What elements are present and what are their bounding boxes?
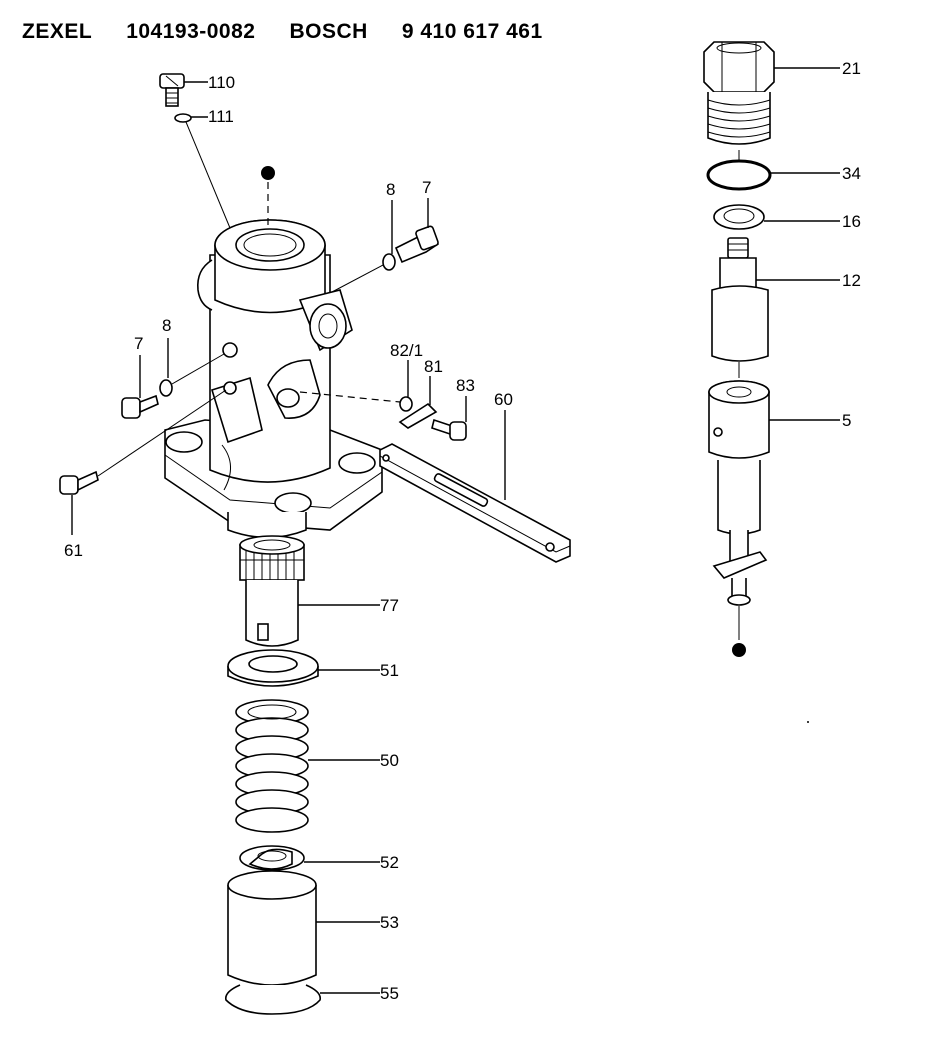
callout-12: 12 [842, 271, 861, 290]
callout-52: 52 [380, 853, 399, 872]
part-111-washer [174, 113, 192, 123]
callout-50: 50 [380, 751, 399, 770]
callout-55: 55 [380, 984, 399, 1003]
callout-7-left: 7 [134, 334, 143, 353]
alignment-dot-top [261, 166, 275, 180]
callout-21: 21 [842, 59, 861, 78]
callout-8-left: 8 [162, 316, 171, 335]
callout-34: 34 [842, 164, 861, 183]
part-83-screw [431, 418, 467, 441]
part-77-control-sleeve [239, 535, 305, 647]
stray-dot [807, 721, 809, 723]
callout-53: 53 [380, 913, 399, 932]
part-60-control-rod [379, 443, 571, 563]
part-21-delivery-valve-holder [703, 41, 775, 145]
part-51-spring-seat [227, 649, 319, 687]
callout-5: 5 [842, 411, 851, 430]
callout-7-upper: 7 [422, 178, 431, 197]
callout-51: 51 [380, 661, 399, 680]
part-52-lower-spring-seat [239, 845, 305, 871]
part-16-gasket [713, 204, 765, 230]
axis-line-110 [185, 121, 231, 229]
callout-77: 77 [380, 596, 399, 615]
title-maker: ZEXEL [22, 20, 93, 43]
part-55-circlip [224, 984, 322, 1015]
part-81-lever [398, 402, 438, 429]
title-brand: BOSCH [289, 20, 368, 43]
title-bosch-number: 9 410 617 461 [401, 20, 543, 43]
part-53-tappet [227, 870, 317, 986]
callout-16: 16 [842, 212, 861, 231]
diagram-title: ZEXEL 104193-0082 BOSCH 9 410 617 461 [22, 20, 577, 44]
pump-housing [164, 219, 383, 539]
part-61-screw [59, 470, 99, 495]
part-7-bolt-left [121, 394, 159, 419]
callout-8-upper: 8 [386, 180, 395, 199]
callout-110: 110 [208, 73, 235, 92]
callout-60: 60 [494, 390, 513, 409]
part-7-bolt-upper [394, 225, 440, 264]
callout-81: 81 [424, 357, 443, 376]
callout-61: 61 [64, 541, 83, 560]
part-5-plunger-barrel [708, 380, 770, 606]
callout-83: 83 [456, 376, 475, 395]
part-8-washer-left [159, 379, 173, 397]
part-12-delivery-valve [711, 237, 769, 362]
title-zexel-number: 104193-0082 [126, 20, 256, 43]
part-50-plunger-spring [235, 699, 309, 833]
part-8-washer-upper [382, 253, 396, 271]
part-110-screw [159, 73, 185, 107]
alignment-dot-bottom [732, 643, 746, 657]
part-34-o-ring [706, 159, 772, 191]
callout-111: 111 [208, 107, 234, 126]
part-82-1-washer [399, 396, 413, 412]
callout-82-1: 82/1 [390, 341, 423, 360]
